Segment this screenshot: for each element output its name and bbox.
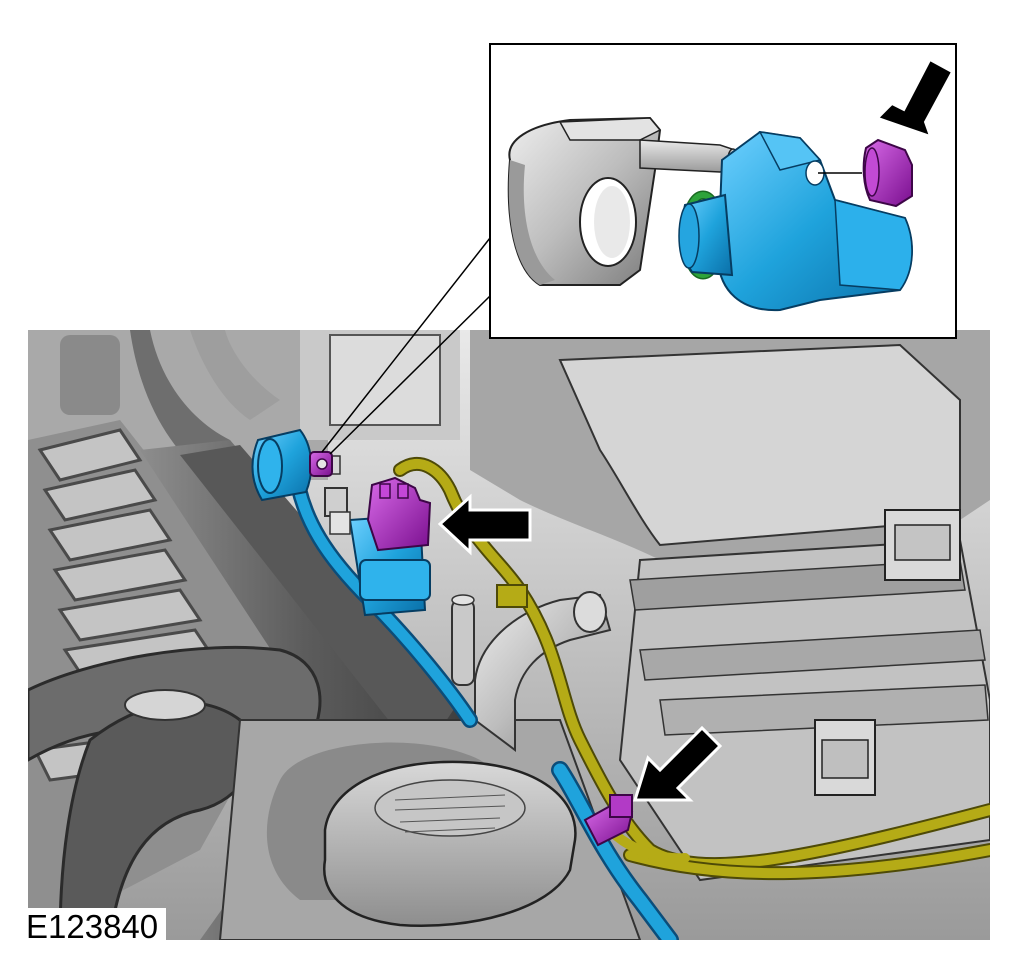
camshaft-sensor-detail [678,130,913,312]
hose-clamp [124,689,206,721]
callout-leader-lines [321,237,491,455]
figure-reference-code: E123840 [24,908,167,946]
black-arrow-icon [632,725,723,802]
sensor-seal-plug [862,138,913,208]
inset-detail-view [489,43,957,339]
sensor-clip-small [309,451,333,477]
black-arrow-icon [876,58,954,138]
mounting-bracket [507,116,662,286]
air-filter-housing [470,330,990,882]
black-arrow-icon [437,493,532,556]
connector-plug-icon [366,476,432,552]
filler-cap [323,760,577,927]
engine-bay-view [28,330,990,940]
wire-clip-icon [583,794,634,847]
